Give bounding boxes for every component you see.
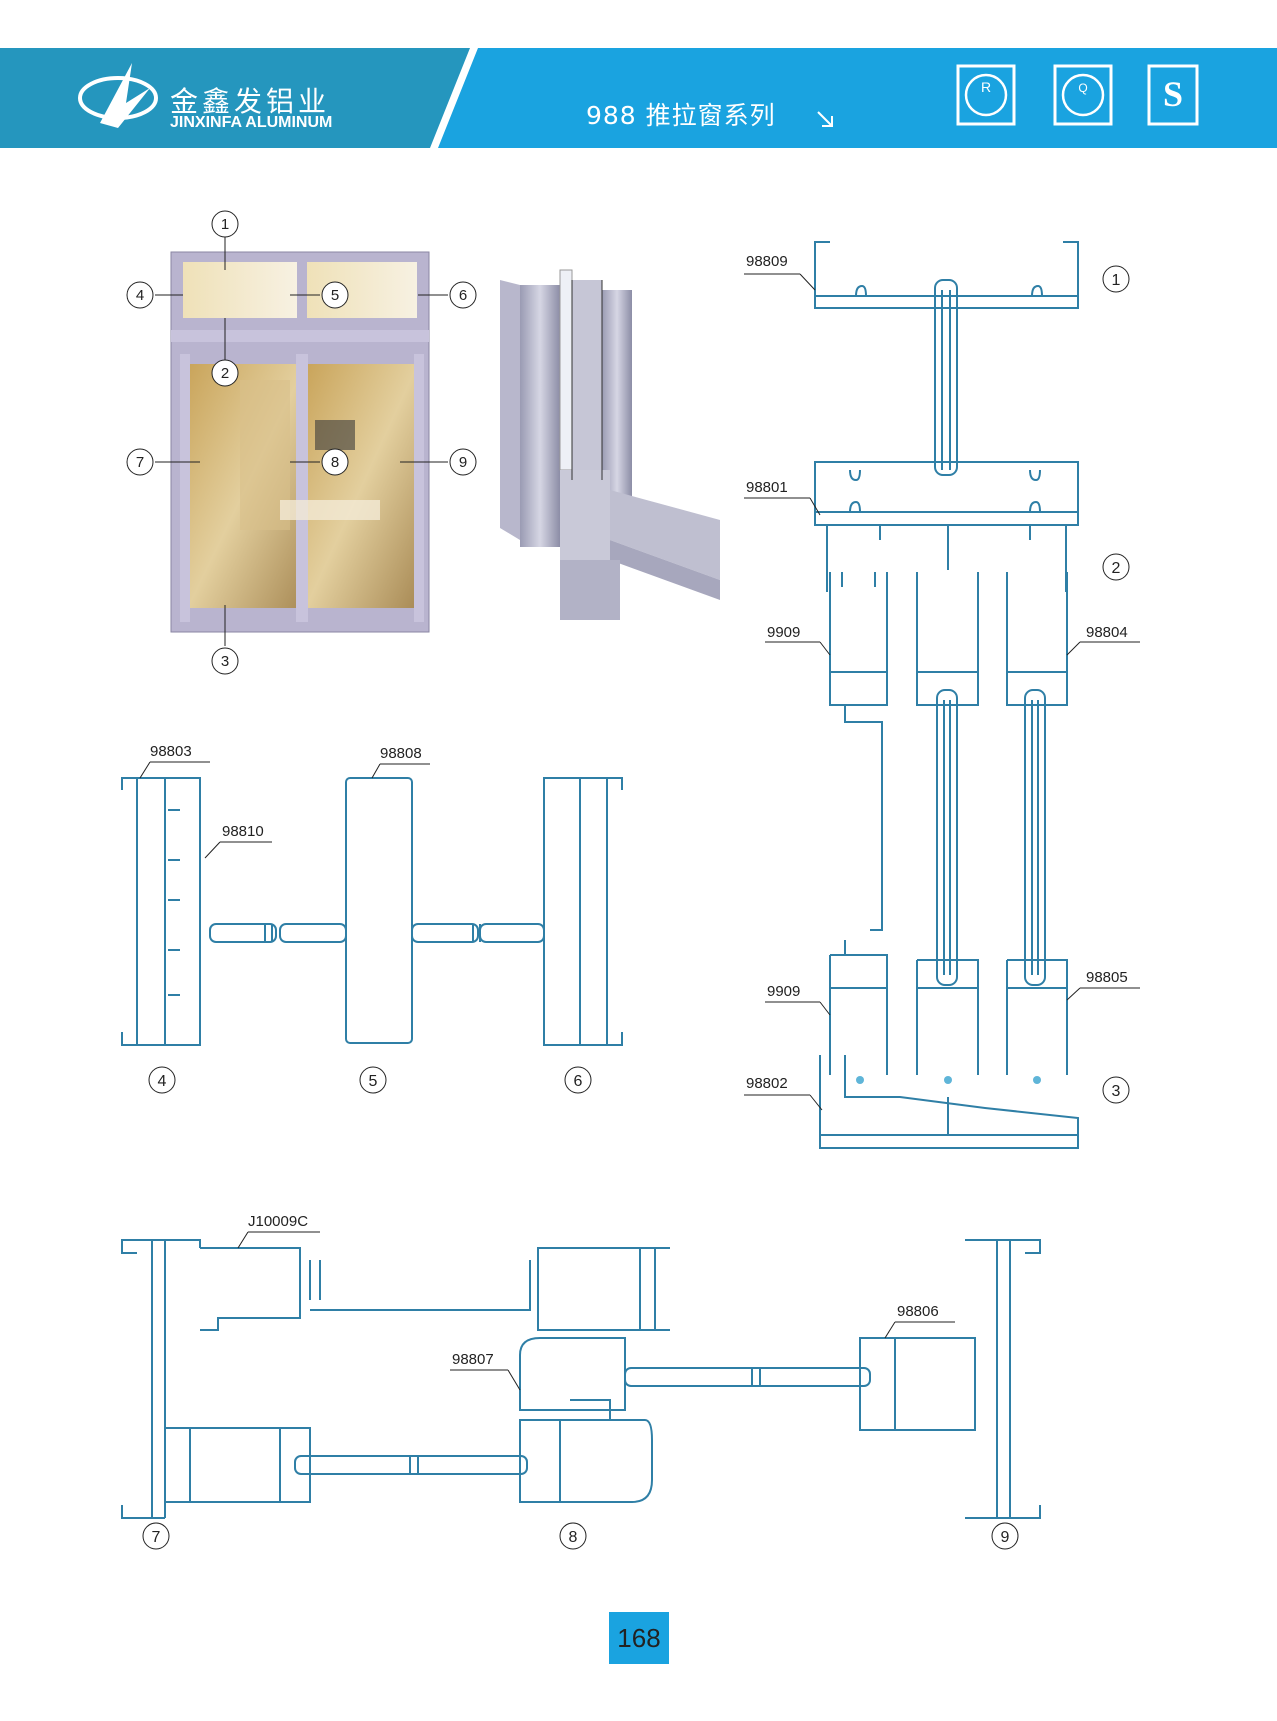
svg-text:Q: Q: [1078, 81, 1087, 95]
window-callout-5: 5: [331, 287, 339, 304]
window-callout-1: 1: [221, 216, 229, 233]
section-number-9: 9: [1001, 1529, 1010, 1546]
header-bar: R Q S: [0, 48, 1277, 148]
window-callout-4: 4: [136, 287, 144, 304]
window-elevation: [170, 251, 430, 633]
section-number-3: 3: [1112, 1083, 1121, 1100]
cert-r-icon: R: [956, 64, 1016, 126]
profile-code-9909-lower: 9909: [767, 983, 800, 1000]
section-vertical-beads: [856, 1076, 1041, 1084]
section-circles: [142, 265, 1130, 1550]
window-callouts: [126, 210, 477, 675]
profile-code-98803: 98803: [150, 743, 192, 760]
profile-code-98804: 98804: [1086, 624, 1128, 641]
section-number-6: 6: [574, 1073, 583, 1090]
arrow-down-right-icon: [817, 111, 833, 127]
company-name-cn: 金鑫发铝业: [170, 85, 331, 118]
profile-code-9909-upper: 9909: [767, 624, 800, 641]
window-callout-7: 7: [136, 454, 144, 471]
window-callout-9: 9: [459, 454, 467, 471]
profile-code-98810: 98810: [222, 823, 264, 840]
section-number-2: 2: [1112, 560, 1121, 577]
company-logo-icon: [78, 63, 158, 128]
profile-leaders: [139, 273, 1140, 1391]
profile-code-98802: 98802: [746, 1075, 788, 1092]
cert-q-icon: Q: [1053, 64, 1113, 126]
svg-text:R: R: [981, 79, 991, 95]
window-callout-3: 3: [221, 653, 229, 670]
section-horizontal-bottom: [121, 1239, 1041, 1519]
corner-profile-3d: [500, 269, 720, 620]
section-number-7: 7: [152, 1529, 161, 1546]
section-number-5: 5: [369, 1073, 378, 1090]
profile-code-98808: 98808: [380, 745, 422, 762]
section-horizontal-top: [121, 777, 623, 1046]
section-vertical: [814, 241, 1079, 1149]
profile-code-98805: 98805: [1086, 969, 1128, 986]
section-number-4: 4: [158, 1073, 167, 1090]
cert-qs-icon: S: [1147, 64, 1199, 126]
profile-code-J10009C: J10009C: [248, 1213, 308, 1230]
series-title: 988 推拉窗系列: [586, 101, 776, 130]
window-callout-6: 6: [459, 287, 467, 304]
section-number-8: 8: [569, 1529, 578, 1546]
profile-code-98809: 98809: [746, 253, 788, 270]
section-number-1: 1: [1112, 272, 1121, 289]
profile-code-98807: 98807: [452, 1351, 494, 1368]
page-number: 168: [609, 1612, 669, 1664]
window-callout-2: 2: [221, 365, 229, 382]
profile-code-98806: 98806: [897, 1303, 939, 1320]
company-name-en: JINXINFA ALUMINUM: [170, 114, 333, 131]
svg-text:S: S: [1163, 74, 1183, 114]
profile-code-98801: 98801: [746, 479, 788, 496]
window-callout-8: 8: [331, 454, 339, 471]
